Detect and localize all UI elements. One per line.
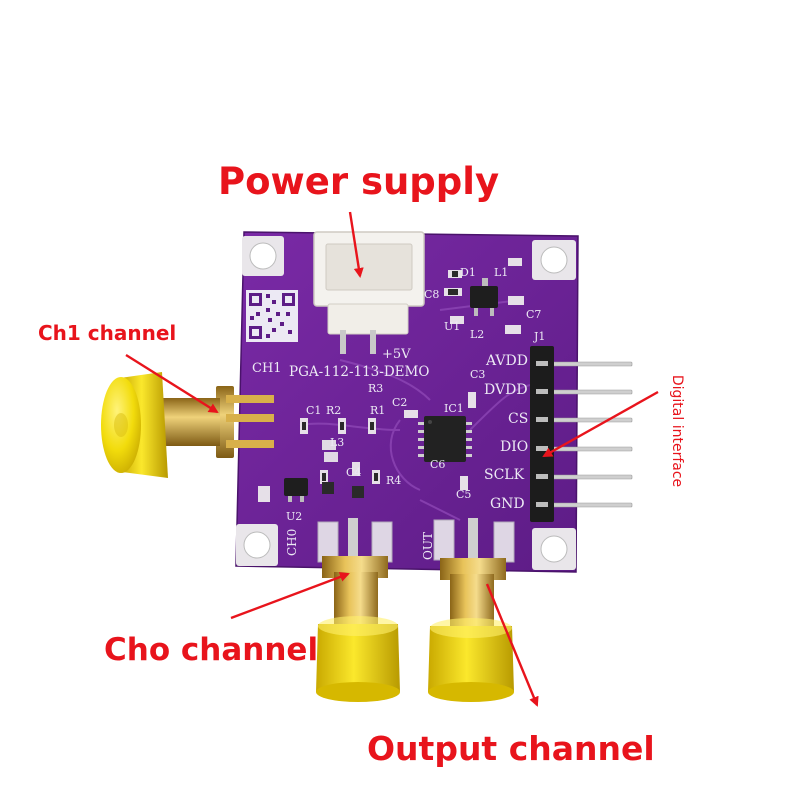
silk-j1: J1 [533, 330, 545, 343]
ch1-sma-connector [101, 372, 274, 478]
silk-out: OUT [421, 532, 435, 560]
arrow-output-channel [485, 583, 539, 707]
ch0-sma-connector [316, 518, 400, 702]
silk-u2: U2 [286, 510, 302, 523]
silk-c1: C1 [306, 404, 321, 417]
ic1-chip [418, 416, 472, 462]
silk-r4: R4 [386, 474, 401, 487]
silk-pin-dio: DIO [500, 439, 528, 455]
pcb-board: PGA-112-113-DEMO CH1 +5V AVDD DVDD CS DI… [235, 231, 579, 573]
silk-l1: L1 [494, 266, 508, 279]
arrow-power-supply [348, 211, 364, 278]
silk-pin-gnd: GND [490, 496, 525, 512]
silk-plus5v: +5V [382, 347, 411, 362]
silk-r3: R3 [368, 382, 383, 395]
silk-u1: U1 [444, 320, 460, 333]
silk-ic1: IC1 [444, 402, 464, 415]
smd-components [258, 258, 524, 502]
arrow-digital-interface [542, 390, 659, 458]
silk-d1: D1 [460, 266, 476, 279]
silk-pin-sclk: SCLK [484, 467, 525, 483]
mounting-hole-top-left [242, 236, 284, 276]
silk-c3: C3 [470, 368, 485, 381]
out-sma-connector [428, 518, 515, 702]
silk-pin-avdd: AVDD [485, 353, 528, 369]
silk-c8: C8 [424, 288, 439, 301]
power-supply-label: Power supply [218, 160, 500, 203]
silk-c4: C4 [346, 466, 361, 479]
arrow-cho-channel [230, 572, 350, 620]
silk-board-name: PGA-112-113-DEMO [289, 364, 429, 380]
silk-r1: R1 [370, 404, 385, 417]
annotation-arrows [125, 211, 659, 707]
output-channel-label: Output channel [367, 729, 655, 768]
silk-ch0: CH0 [285, 529, 299, 556]
mounting-hole-top-right [532, 240, 576, 280]
power-connector [313, 231, 425, 354]
arrow-ch1-channel [125, 353, 219, 414]
silk-pin-cs: CS [508, 411, 528, 427]
pin-header-j1 [530, 346, 633, 522]
silk-ch1: CH1 [252, 361, 282, 376]
silk-l3: L3 [330, 436, 344, 449]
digital-interface-text: Digital interface [669, 374, 685, 488]
digital-interface-label: Digital interface [667, 356, 687, 506]
silk-pin-dvdd: DVDD [484, 382, 528, 398]
mounting-hole-bottom-left [236, 524, 278, 566]
cho-channel-label: Cho channel [104, 632, 319, 668]
ch1-channel-label: Ch1 channel [38, 321, 177, 345]
silk-c5: C5 [456, 488, 471, 501]
silk-c6: C6 [430, 458, 445, 471]
silk-r2: R2 [326, 404, 341, 417]
qr-code [246, 290, 298, 342]
mounting-hole-bottom-right [532, 528, 576, 570]
silk-l2: L2 [470, 328, 484, 341]
silk-c7: C7 [526, 308, 541, 321]
silk-c2: C2 [392, 396, 407, 409]
